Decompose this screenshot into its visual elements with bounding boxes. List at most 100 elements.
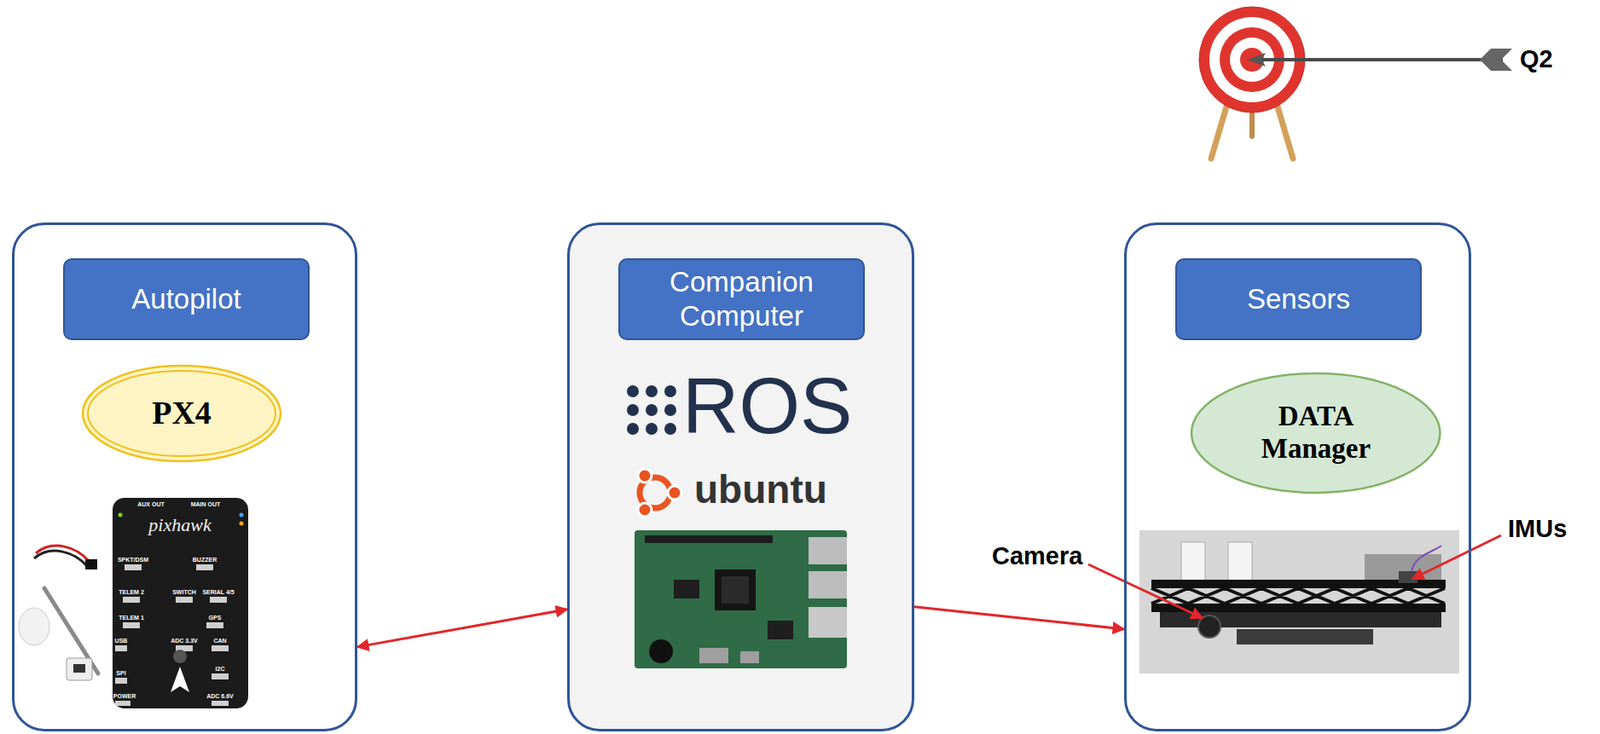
companion-board bbox=[634, 530, 847, 669]
target-icon bbox=[1209, 17, 1295, 103]
pixhawk-board bbox=[211, 673, 229, 680]
pixhawk-accessories bbox=[44, 588, 99, 674]
panel-header: Companion Computer bbox=[618, 258, 865, 341]
pin-label: AUX OUT bbox=[137, 501, 165, 508]
ros-logo-dots bbox=[664, 385, 677, 398]
companion-board bbox=[721, 576, 749, 604]
pin-label: GPS bbox=[208, 614, 222, 621]
companion-board bbox=[644, 535, 773, 544]
ros-logo-dots bbox=[645, 404, 658, 417]
ros-logo-dots bbox=[626, 404, 639, 417]
ros-logo-dots bbox=[664, 404, 677, 417]
pin-label: TELEM 2 bbox=[118, 589, 145, 596]
panel-header: Sensors bbox=[1175, 258, 1422, 341]
pixhawk-board bbox=[239, 513, 244, 518]
ros-logo-dots bbox=[645, 385, 658, 398]
pixhawk-accessories bbox=[85, 559, 98, 570]
companion-board bbox=[714, 569, 756, 611]
ros-logo-dots bbox=[664, 423, 677, 435]
pin-label: I2C bbox=[215, 666, 226, 673]
pin-label: TELEM 1 bbox=[118, 614, 145, 621]
companion-board bbox=[634, 530, 847, 669]
target-icon bbox=[1249, 106, 1255, 137]
sensor-rig bbox=[1151, 579, 1446, 589]
pixhawk-board bbox=[112, 498, 249, 709]
sensor-rig bbox=[1228, 542, 1253, 582]
pixhawk-board bbox=[239, 521, 244, 527]
part-label: Camera bbox=[991, 542, 1083, 571]
leader-arrow bbox=[1088, 535, 1502, 619]
sensor-rig bbox=[1139, 530, 1460, 674]
pin-label: CAN bbox=[213, 637, 227, 644]
ellipse-inner-ring bbox=[87, 371, 276, 457]
ubuntu-logo bbox=[667, 486, 682, 500]
target-icon bbox=[1246, 52, 1266, 67]
pixhawk-board bbox=[112, 498, 249, 709]
pin-label: USB bbox=[115, 637, 128, 644]
pixhawk-board bbox=[115, 645, 128, 652]
sensor-rig bbox=[1198, 615, 1221, 638]
target-icon bbox=[1240, 47, 1264, 72]
companion-board bbox=[808, 607, 847, 638]
leader-arrow bbox=[1088, 564, 1203, 619]
pixhawk-accessories bbox=[34, 550, 87, 567]
pixhawk-board bbox=[124, 564, 142, 571]
pixhawk-board bbox=[115, 678, 128, 685]
pixhawk-board bbox=[211, 645, 229, 652]
data-link-arrow bbox=[357, 609, 568, 648]
sensor-rig bbox=[1411, 545, 1442, 572]
target-icon bbox=[1199, 6, 1305, 113]
system-panel: Companion ComputerROSubuntu bbox=[567, 222, 915, 732]
pixhawk-board bbox=[211, 701, 229, 707]
target-icon bbox=[1229, 37, 1275, 82]
pixhawk-board bbox=[173, 649, 187, 664]
leader-arrow bbox=[1412, 535, 1502, 580]
sensor-rig bbox=[1139, 530, 1460, 674]
pixhawk-board bbox=[122, 622, 140, 629]
companion-board bbox=[649, 639, 673, 664]
pin-label: ADC 6.6V bbox=[206, 693, 234, 700]
sensor-rig bbox=[1159, 612, 1442, 628]
ellipse-shape bbox=[1191, 373, 1441, 493]
pixhawk-accessories bbox=[73, 664, 86, 673]
companion-board bbox=[808, 571, 847, 599]
part-label: IMUs bbox=[1507, 515, 1567, 544]
pixhawk-board bbox=[175, 645, 193, 652]
pixhawk-board bbox=[206, 622, 224, 629]
ros-logo-dots bbox=[645, 423, 658, 435]
pixhawk-board bbox=[196, 564, 214, 571]
pixhawk-accessories bbox=[18, 608, 50, 646]
software-ellipse: PX4 bbox=[81, 364, 283, 464]
pin-label: SPKT/DSM bbox=[117, 556, 149, 563]
pixhawk-accessories bbox=[35, 545, 89, 562]
panel-ground bbox=[567, 222, 915, 732]
pixhawk-accessories bbox=[18, 545, 99, 681]
pixhawk-board bbox=[209, 597, 227, 603]
data-link-arrow bbox=[914, 607, 1125, 630]
system-panel: SensorsDATA Manager bbox=[1124, 222, 1472, 732]
pin-label: BUZZER bbox=[192, 556, 217, 563]
target-icon bbox=[1219, 27, 1285, 93]
sensor-rig bbox=[1398, 571, 1418, 584]
companion-board bbox=[673, 579, 700, 599]
sensor-rig bbox=[1181, 542, 1206, 582]
ros-logo-dots bbox=[626, 385, 677, 435]
companion-board bbox=[808, 537, 847, 565]
pixhawk-board bbox=[170, 666, 190, 693]
target-icon bbox=[1479, 48, 1513, 60]
pin-label: MAIN OUT bbox=[191, 501, 221, 508]
sensor-rig bbox=[1151, 603, 1446, 613]
sensor-rig bbox=[1151, 588, 1445, 604]
question-tag: Q2 bbox=[1519, 45, 1554, 74]
sensor-rig bbox=[1364, 554, 1442, 580]
pixhawk-board bbox=[115, 564, 229, 707]
ros-logo-dots bbox=[626, 423, 639, 435]
target-icon bbox=[1211, 89, 1232, 159]
target-icon bbox=[1272, 89, 1293, 159]
panel-header: Autopilot bbox=[63, 258, 310, 341]
ellipse-label: PX4 bbox=[151, 395, 212, 432]
pixhawk-accessories bbox=[66, 658, 93, 681]
ros-logo-text: ROS bbox=[682, 366, 853, 446]
panel-ground bbox=[567, 222, 915, 732]
